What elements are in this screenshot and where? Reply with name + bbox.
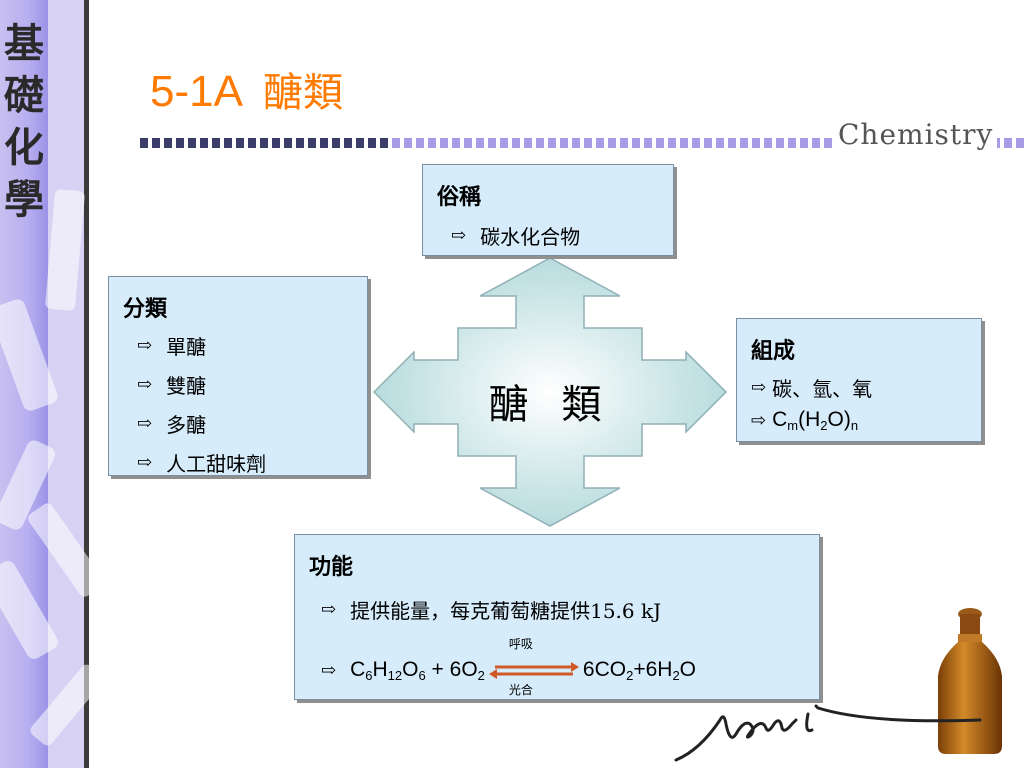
bottle-icon xyxy=(938,608,1002,754)
list-item-text: 雙醣 xyxy=(166,374,207,398)
title-rule xyxy=(140,138,1024,148)
list-item: ⇨ 人工甜味劑 xyxy=(137,448,353,477)
list-item: ⇨ 碳、氫、氧 xyxy=(751,373,967,402)
arrow-right-outline-icon: ⇨ xyxy=(137,374,153,395)
list-item: ⇨ C6H12O6 + 6O2 呼吸 光合 6CO2+6H2O xyxy=(321,637,805,697)
arrow-right-outline-icon: ⇨ xyxy=(137,413,153,434)
composition-box: 組成 ⇨ 碳、氫、氧 ⇨ Cm(H2O)n xyxy=(736,318,982,442)
arrow-right-outline-icon: ⇨ xyxy=(321,660,337,681)
list-item-text: 單醣 xyxy=(166,335,207,359)
function-heading: 功能 xyxy=(309,554,354,580)
arrow-right-outline-icon: ⇨ xyxy=(751,377,767,398)
list-item: ⇨ Cm(H2O)n xyxy=(751,408,967,433)
sidebar: 基 礎 化 學 xyxy=(0,0,92,768)
reaction-right: 6CO2+6H2O xyxy=(582,658,697,683)
slide-title-text: 醣類 xyxy=(262,70,343,116)
center-label: 醣 類 xyxy=(488,382,612,428)
composition-heading: 組成 xyxy=(751,338,796,364)
arrow-right-outline-icon: ⇨ xyxy=(321,599,337,620)
sidebar-char: 基 xyxy=(4,21,44,67)
sidebar-char: 化 xyxy=(4,125,44,171)
reaction-forward-label: 呼吸 xyxy=(508,636,533,651)
reaction-left: C6H12O6 + 6O2 xyxy=(350,658,485,683)
list-item: ⇨ 提供能量，每克葡萄糖提供15.6 kJ xyxy=(321,595,805,624)
common-name-heading: 俗稱 xyxy=(437,184,482,210)
arrow-right-outline-icon: ⇨ xyxy=(137,335,153,356)
arrow-right-outline-icon: ⇨ xyxy=(137,452,153,473)
slide-number: 5-1A xyxy=(150,67,243,116)
list-item-text: 人工甜味劑 xyxy=(166,452,267,476)
sidebar-char: 礎 xyxy=(4,73,44,119)
reaction-reverse-label: 光合 xyxy=(508,682,533,697)
signature-icon xyxy=(674,704,982,762)
list-item: ⇨ 單醣 xyxy=(137,331,353,360)
flask-silhouettes xyxy=(0,189,92,746)
rule-light-segment xyxy=(392,138,1024,148)
arrow-right-outline-icon: ⇨ xyxy=(451,225,467,246)
list-item-text: 多醣 xyxy=(166,413,207,437)
list-item: ⇨ 雙醣 xyxy=(137,370,353,399)
slide-title: 5-1A 醣類 xyxy=(150,60,343,118)
classification-heading: 分類 xyxy=(123,296,168,322)
classification-box: 分類 ⇨ 單醣 ⇨ 雙醣 ⇨ 多醣 ⇨ 人工甜味劑 xyxy=(108,276,368,476)
list-item: ⇨ 碳水化合物 xyxy=(451,221,659,250)
sidebar-edge xyxy=(84,0,89,768)
brand-text: Chemistry xyxy=(834,118,998,151)
common-name-box: 俗稱 ⇨ 碳水化合物 xyxy=(422,164,674,256)
list-item-text: 碳、氫、氧 xyxy=(772,377,873,401)
rule-dark-segment xyxy=(140,138,388,148)
sidebar-char: 學 xyxy=(4,177,44,223)
list-item: ⇨ 多醣 xyxy=(137,409,353,438)
general-formula: Cm(H2O)n xyxy=(772,408,859,433)
function-box: 功能 ⇨ 提供能量，每克葡萄糖提供15.6 kJ ⇨ C6H12O6 + 6O2… xyxy=(294,534,820,700)
list-item-text: 提供能量，每克葡萄糖提供15.6 kJ xyxy=(350,599,662,623)
list-item-text: 碳水化合物 xyxy=(480,225,581,249)
four-way-arrow-icon xyxy=(372,257,728,527)
equilibrium-arrows-icon: 呼吸 光合 xyxy=(488,637,579,697)
arrow-right-outline-icon: ⇨ xyxy=(751,410,767,430)
sidebar-title: 基 礎 化 學 xyxy=(2,18,46,226)
